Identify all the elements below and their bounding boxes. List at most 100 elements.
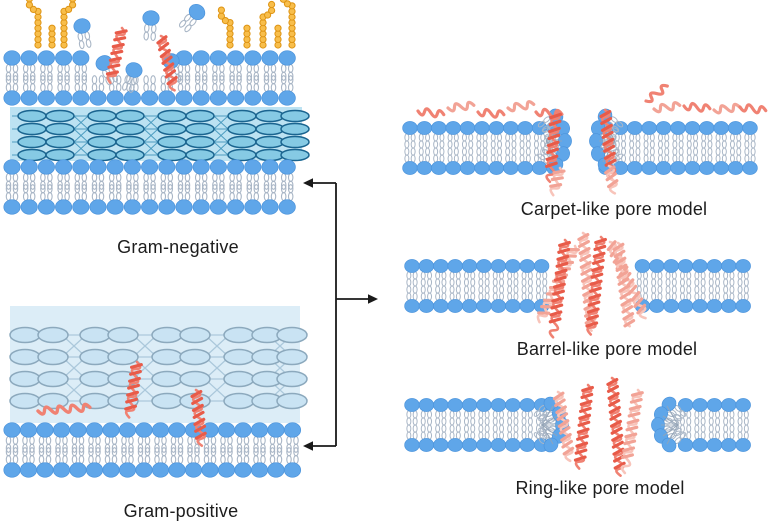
phospholipid [123, 184, 141, 215]
phospholipid [175, 75, 193, 106]
phospholipid [52, 422, 71, 453]
phospholipid [461, 285, 478, 313]
phospholipid [55, 159, 73, 190]
phospholipid [261, 159, 279, 190]
phospholipid [692, 398, 708, 426]
phospholipid [505, 424, 521, 452]
phospholipid [418, 398, 435, 426]
phospholipid [201, 447, 219, 478]
phospholipid [490, 424, 507, 452]
phospholipid [418, 259, 435, 287]
phospholipid [178, 3, 206, 33]
peptidoglycan-mesh [10, 107, 310, 162]
antimicrobial-peptide-helix [190, 388, 207, 447]
phospholipid [244, 75, 262, 106]
phospholipid [102, 447, 120, 478]
arrowhead-to-pore-models [368, 294, 378, 304]
phospholipid [735, 259, 751, 287]
phospholipid [721, 285, 737, 313]
gram-positive-diagram [3, 306, 308, 478]
phospholipid [727, 121, 744, 149]
phospholipid [3, 50, 21, 81]
phospholipid [209, 184, 227, 215]
phospholipid [447, 285, 463, 313]
phospholipid [655, 147, 672, 175]
antimicrobial-peptide-helix [552, 390, 575, 463]
antimicrobial-peptide-helix [124, 360, 143, 419]
phospholipid [692, 259, 708, 287]
phospholipid [250, 447, 269, 478]
phospholipid [20, 184, 38, 215]
phospholipid [267, 422, 285, 453]
phospholipid [431, 121, 447, 149]
lps-sugar-chain [60, 0, 77, 49]
phospholipid [106, 184, 124, 215]
phospholipid [244, 50, 262, 81]
phospholipid [20, 50, 38, 81]
phospholipid [503, 147, 519, 175]
phospholipid [655, 121, 672, 149]
phospholipid [244, 159, 262, 190]
phospholipid [250, 422, 269, 453]
phospholipid [168, 447, 186, 478]
phospholipid [141, 159, 159, 190]
barrel-pore-model [404, 231, 751, 339]
phospholipid [445, 121, 461, 149]
phospholipid [3, 447, 21, 478]
phospholipid [89, 159, 107, 190]
phospholipid [209, 50, 227, 81]
phospholipid [123, 159, 141, 190]
phospholipid [168, 422, 186, 453]
phospholipid [517, 147, 533, 175]
antimicrobial-peptide-surface [682, 101, 712, 113]
phospholipid [20, 159, 38, 190]
phospholipid [52, 447, 71, 478]
antimicrobial-peptide-surface [446, 100, 476, 113]
phospholipid [192, 50, 210, 81]
phospholipid [244, 184, 262, 215]
phospholipid [37, 184, 55, 215]
antimicrobial-peptide-helix [548, 238, 571, 339]
phospholipid [227, 184, 245, 215]
phospholipid [278, 159, 296, 190]
phospholipid [474, 147, 490, 175]
phospholipid [503, 121, 519, 149]
phospholipid [684, 121, 701, 149]
phospholipid [118, 422, 137, 453]
phospholipid [151, 447, 170, 478]
phospholipid [175, 184, 193, 215]
phospholipid [634, 259, 651, 287]
gram-negative-diagram [3, 0, 310, 215]
phospholipid [505, 285, 521, 313]
phospholipid [459, 147, 476, 175]
phospholipid [692, 424, 708, 452]
phospholipid [490, 285, 507, 313]
phospholipid [474, 121, 490, 149]
lps-sugar-chain [259, 0, 276, 49]
outer-membrane [3, 50, 296, 106]
phospholipid [89, 75, 107, 106]
phospholipid [663, 285, 679, 313]
phospholipid [3, 184, 21, 215]
phospholipid [234, 447, 252, 478]
phospholipid [209, 75, 227, 106]
phospholipid [713, 121, 729, 149]
phospholipid [706, 398, 723, 426]
antimicrobial-peptide-helix [585, 235, 607, 336]
phospholipid [677, 398, 694, 426]
phospholipid [85, 447, 104, 478]
phospholipid [531, 147, 548, 175]
phospholipid [418, 285, 435, 313]
phospholipid [663, 259, 679, 287]
phospholipid [699, 121, 715, 149]
phospholipid [19, 422, 38, 453]
phospholipid [184, 447, 203, 478]
phospholipid [713, 147, 729, 175]
antimicrobial-peptide-surface [36, 402, 92, 416]
phospholipid [102, 422, 120, 453]
phospholipid [447, 424, 463, 452]
phospholipid [433, 285, 449, 313]
phospholipid [69, 422, 87, 453]
phospholipid [402, 147, 418, 175]
phospholipid [517, 121, 533, 149]
